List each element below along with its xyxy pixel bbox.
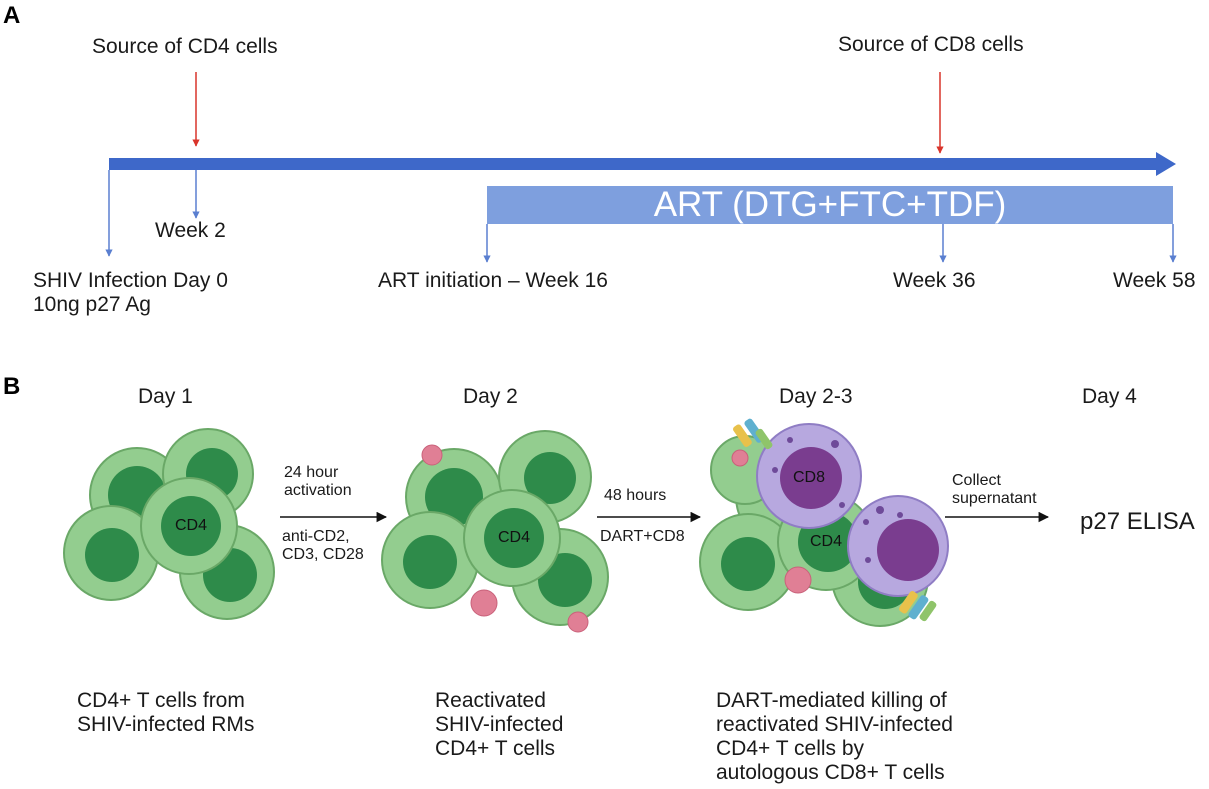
timeline-arrow-shaft [109,158,1157,170]
art-bar-label: ART (DTG+FTC+TDF) [653,185,1007,224]
cd4-label-day2: CD4 [498,529,531,546]
day4-label: Day 4 [1082,385,1137,408]
desc1-label: CD4+ T cells from SHIV-infected RMs [77,689,255,737]
week2-label: Week 2 [155,219,226,242]
cd8-label: CD8 [793,469,826,486]
art-initiation-label: ART initiation – Week 16 [378,269,608,292]
source-cd4-label: Source of CD4 cells [92,35,278,58]
infection-label: SHIV Infection Day 0 10ng p27 Ag [33,269,228,317]
step1-bottom-label: anti-CD2, CD3, CD28 [282,528,364,564]
art-bar [487,186,1173,224]
day23-label: Day 2-3 [779,385,853,408]
panel-b-letter: B [3,373,21,400]
desc2-label: Reactivated SHIV-infected CD4+ T cells [435,689,564,761]
step1-top-label: 24 hour activation [284,464,352,500]
dart-molecule-bottom [899,591,937,622]
virus-particles-day2 [421,444,589,633]
dart-molecule-top [733,418,773,450]
week58-label: Week 58 [1113,269,1196,292]
step2-top-label: 48 hours [604,487,667,504]
source-cd8-label: Source of CD8 cells [838,33,1024,56]
virus-particles-day23 [731,449,812,594]
timeline-arrow-head [1156,152,1176,176]
day2-label: Day 2 [463,385,518,408]
step2-bottom-label: DART+CD8 [600,528,685,545]
cd4-label-day1: CD4 [175,517,208,534]
cd4-label-day23: CD4 [810,533,843,550]
day2-cell-cluster [381,430,609,626]
desc3-label: DART-mediated killing of reactivated SHI… [716,689,953,785]
day1-cell-cluster [63,428,275,620]
panel-a-letter: A [3,2,21,29]
week36-label: Week 36 [893,269,976,292]
result-label: p27 ELISA [1080,508,1195,535]
step3-top-label: Collect supernatant [952,472,1037,508]
day1-label: Day 1 [138,385,193,408]
cd8-cell-top [756,423,862,529]
cd8-cell-bottom [847,495,949,597]
